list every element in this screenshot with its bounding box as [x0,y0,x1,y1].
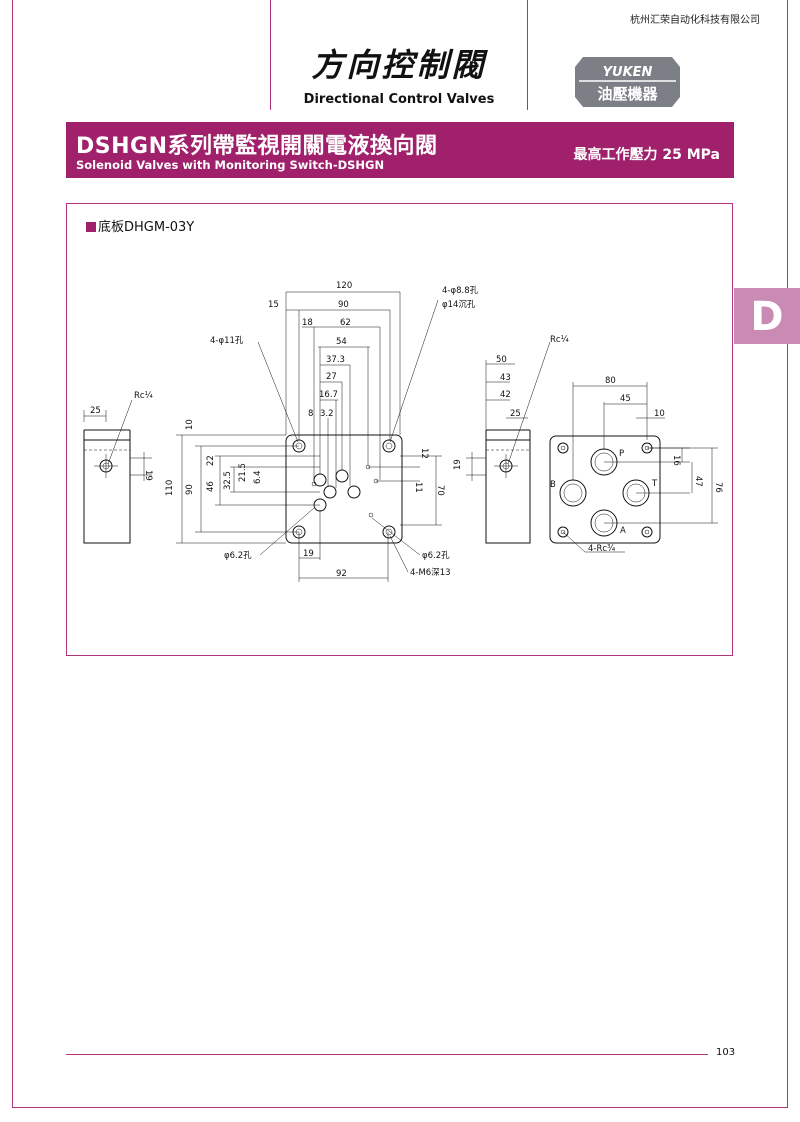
dim-label: 12 [419,448,429,459]
logo-text-bottom: 油壓機器 [597,85,658,103]
dim-label: 16 [671,455,681,466]
footer-rule [66,1054,708,1055]
dim-label: 27 [326,372,337,382]
dim-label: 45 [620,394,631,404]
dim-label: 3.2 [320,409,334,419]
company-name: 杭州汇荣自动化科技有限公司 [630,15,760,26]
dim-label: 10 [185,419,195,430]
dim-label: 42 [500,390,511,400]
dim-label: 19 [303,549,314,559]
dim-label: 19 [453,459,463,470]
dim-label: 25 [510,409,521,419]
dim-label: 54 [336,337,347,347]
page-title-zh: 方向控制閥 [311,46,487,84]
dim-label: φ14沉孔 [442,300,476,310]
dim-label: Rc¼ [134,391,153,401]
banner-title-zh: DSHGN系列帶監視開關電液換向閥 [76,134,438,159]
dim-label: 10 [654,409,665,419]
dim-label: 4-M6深13 [410,568,451,578]
dim-label: 62 [340,318,351,328]
header-divider-left [270,0,271,110]
dim-label: 16.7 [319,390,338,400]
dim-label: 8 [308,409,313,419]
section-title-text: 底板DHGM-03Y [98,220,195,235]
left-side-view: 25 Rc¼ 19 [83,391,153,544]
banner-pressure: 最高工作壓力 25 MPa [573,147,721,163]
page-number: 103 [716,1047,736,1058]
port-label-a: A [620,526,626,536]
section-bullet-icon [86,222,96,232]
dim-label: 15 [268,300,279,310]
dim-label: 11 [413,482,423,493]
dim-label: 50 [496,355,507,365]
dim-label: 110 [165,480,175,496]
dim-label: φ6.2孔 [224,551,252,561]
center-plan-view: 120 90 15 18 62 54 37.3 27 16.7 8 3.2 4-… [165,281,479,582]
dim-label: 37.3 [326,355,345,365]
dim-label: 80 [605,376,616,386]
header-divider-right [527,0,528,110]
section-tab-d: D [734,288,800,344]
dim-label: 46 [206,481,216,492]
dim-label: 92 [336,569,347,579]
section-title: 底板DHGM-03Y [86,216,194,235]
dim-label: 4-φ8.8孔 [442,286,479,296]
dim-label: 43 [500,373,511,383]
dim-label: 25 [90,406,101,416]
dim-label: φ6.2孔 [422,551,450,561]
dim-label: 6.4 [253,470,263,484]
right-port-view: P B T A 80 45 10 16 47 76 4-Rc¾ [549,376,723,554]
logo-text-top: YUKEN [603,65,653,80]
dim-label: 90 [338,300,349,310]
yuken-logo: YUKEN 油壓機器 [575,57,680,107]
dim-label: 32.5 [223,471,233,490]
port-label-p: P [619,449,624,459]
middle-side-view: 50 43 42 25 Rc¼ 19 [453,335,569,544]
dim-label: 18 [302,318,313,328]
dim-label: 4-φ11孔 [210,336,244,346]
dim-label: 4-Rc¾ [588,544,615,554]
baseplate-drawing: 25 Rc¼ 19 120 90 15 18 62 54 37.3 [83,281,723,582]
series-banner: DSHGN系列帶監視開關電液換向閥 Solenoid Valves with M… [66,122,734,178]
page-frame [12,0,788,1108]
dim-label: 90 [185,484,195,495]
drawing-frame [66,203,733,656]
dim-label: 76 [713,482,723,493]
port-label-b: B [550,480,556,490]
banner-title-en: Solenoid Valves with Monitoring Switch-D… [76,158,385,172]
dim-label: 70 [435,485,445,496]
dim-label: 19 [143,470,153,481]
dim-label: 47 [693,476,703,487]
page-title-en: Directional Control Valves [303,92,495,107]
dim-label: 21.5 [238,463,248,482]
dim-label: 120 [336,281,352,291]
dim-label: 22 [206,455,216,466]
port-label-t: T [651,479,658,489]
dim-label: Rc¼ [550,335,569,345]
